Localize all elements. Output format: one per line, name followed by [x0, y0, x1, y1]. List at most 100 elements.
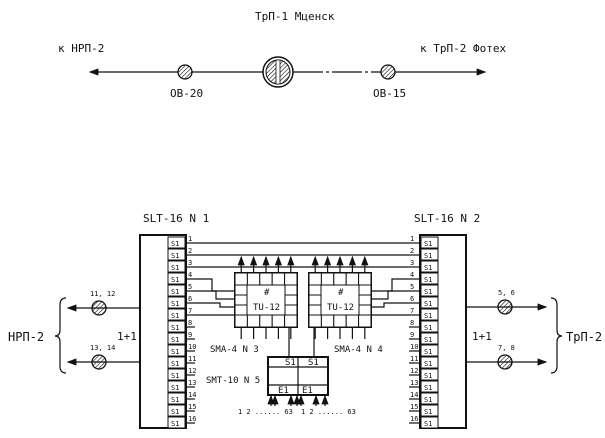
- coupler-icon: [177, 64, 193, 80]
- port-cell-label: S1: [424, 336, 432, 344]
- port-number: 2: [410, 247, 414, 255]
- port-cell-label: S1: [171, 372, 179, 380]
- port-number: 3: [188, 259, 192, 267]
- port-cell-label: S1: [424, 312, 432, 320]
- smt-s1-right: S1: [308, 358, 319, 368]
- port-cell-label: S1: [424, 252, 432, 260]
- sma4-mark: #: [338, 288, 344, 298]
- port-number: 15: [410, 403, 418, 411]
- station-title: ТрП-1 Мценск: [255, 10, 335, 23]
- port-number: 9: [188, 331, 192, 339]
- smt-e1-left: E1: [278, 386, 289, 396]
- tributary-wire: [195, 290, 235, 300]
- port-number: 4: [410, 271, 414, 279]
- coupler-label-ov15: ОВ-15: [373, 87, 406, 100]
- port-cell-label: S1: [171, 312, 179, 320]
- smt-10-n5-block: [267, 356, 329, 396]
- port-cell-label: S1: [424, 300, 432, 308]
- sma-4-n4-block: [308, 255, 372, 339]
- port-cell-label: S1: [424, 372, 432, 380]
- port-cell-label: S1: [424, 408, 432, 416]
- port-cell-label: S1: [171, 240, 179, 248]
- sma4-inner-label: TU-12: [327, 303, 354, 313]
- port-number: 4: [188, 271, 192, 279]
- slt2-label: SLT-16 N 2: [414, 212, 480, 225]
- port-number: 8: [188, 319, 192, 327]
- port-number: 11: [410, 355, 418, 363]
- port-number: 1: [188, 235, 192, 243]
- port-cell-label: S1: [424, 396, 432, 404]
- port-cell-label: S1: [171, 252, 179, 260]
- port-cell-label: S1: [171, 348, 179, 356]
- right-destination-label: к ТрП-2 Фотех: [420, 42, 506, 55]
- port-number: 14: [188, 391, 196, 399]
- sma3-label: SMA-4 N 3: [210, 345, 259, 355]
- port-cell-label: S1: [171, 276, 179, 284]
- station-icon: [262, 56, 294, 88]
- port-number: 7: [410, 307, 414, 315]
- port-number: 7: [188, 307, 192, 315]
- left-dest-label: НРП-2: [8, 330, 44, 344]
- fiber-label-7-8: 7, 8: [498, 344, 515, 352]
- port-number: 10: [410, 343, 418, 351]
- smt-e1-right: E1: [302, 386, 313, 396]
- smt-label: SMT-10 N 5: [206, 376, 260, 386]
- port-number: 12: [410, 367, 418, 375]
- port-number: 9: [410, 331, 414, 339]
- port-number: 2: [188, 247, 192, 255]
- fiber-label-11-12: 11, 12: [90, 290, 115, 298]
- port-number: 11: [188, 355, 196, 363]
- right-dest-label: ТрП-2: [566, 330, 602, 344]
- slt1-label: SLT-16 N 1: [143, 212, 209, 225]
- port-cell-label: S1: [424, 348, 432, 356]
- port-number: 8: [410, 319, 414, 327]
- port-cell-label: S1: [171, 396, 179, 404]
- port-cell-label: S1: [424, 360, 432, 368]
- tributary-wire: [195, 302, 235, 308]
- coupler-label-ov20: ОВ-20: [170, 87, 203, 100]
- port-cell-label: S1: [424, 240, 432, 248]
- port-cell-label: S1: [171, 336, 179, 344]
- smt-s1-left: S1: [285, 358, 296, 368]
- port-cell-label: S1: [424, 264, 432, 272]
- port-number: 10: [188, 343, 196, 351]
- port-cell-label: S1: [424, 420, 432, 428]
- tributary-wire: [195, 278, 235, 292]
- coupler-icon: [380, 64, 396, 80]
- port-number: 5: [188, 283, 192, 291]
- port-cell-label: S1: [171, 300, 179, 308]
- port-cell-label: S1: [171, 288, 179, 296]
- port-number: 6: [410, 295, 414, 303]
- port-cell-label: S1: [424, 288, 432, 296]
- port-number: 12: [188, 367, 196, 375]
- port-cell-label: S1: [171, 264, 179, 272]
- coupler-icon: [91, 300, 107, 316]
- port-number: 3: [410, 259, 414, 267]
- port-cell-label: S1: [171, 360, 179, 368]
- port-cell-label: S1: [171, 324, 179, 332]
- slt1-protection: 1+1: [117, 330, 137, 343]
- tributary-wire: [370, 290, 409, 300]
- port-number: 16: [410, 415, 418, 423]
- smt-ports-right: 1 2 ...... 63: [301, 408, 356, 416]
- port-number: 14: [410, 391, 418, 399]
- coupler-icon: [497, 354, 513, 370]
- sma-4-n3-block: [234, 255, 298, 339]
- coupler-icon: [91, 354, 107, 370]
- brace-left: [54, 297, 67, 374]
- fiber-label-5-6: 5, 6: [498, 289, 515, 297]
- port-number: 5: [410, 283, 414, 291]
- left-destination-label: к НРП-2: [58, 42, 104, 55]
- port-cell-label: S1: [171, 408, 179, 416]
- port-cell-label: S1: [424, 276, 432, 284]
- sma3-mark: #: [264, 288, 270, 298]
- port-cell-label: S1: [171, 420, 179, 428]
- coupler-icon: [497, 299, 513, 315]
- sma3-inner-label: TU-12: [253, 303, 280, 313]
- port-number: 1: [410, 235, 414, 243]
- tributary-wire: [370, 278, 409, 292]
- port-cell-label: S1: [424, 324, 432, 332]
- port-number: 13: [410, 379, 418, 387]
- port-number: 13: [188, 379, 196, 387]
